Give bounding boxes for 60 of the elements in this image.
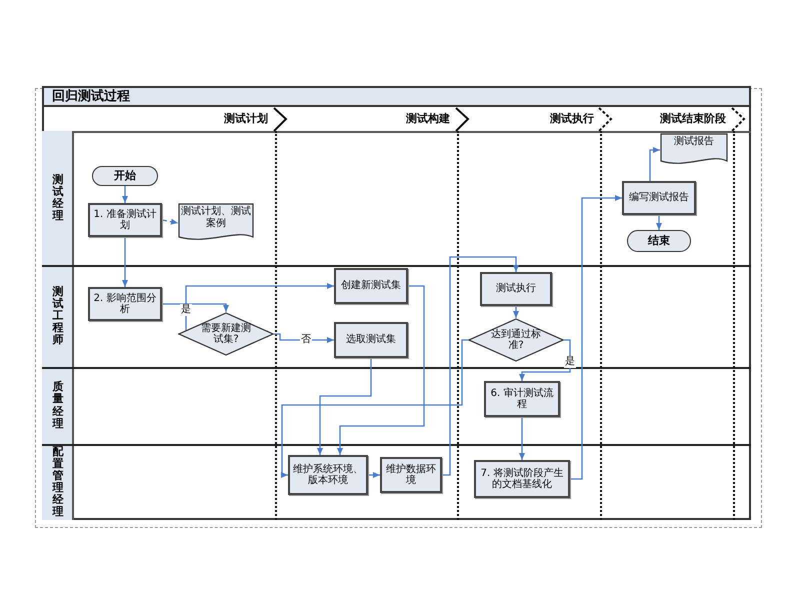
decision-diamond xyxy=(468,318,564,362)
document-shape xyxy=(660,133,728,167)
document-shape xyxy=(178,203,254,243)
phase-label: 测试构建 xyxy=(405,111,450,127)
arrow xyxy=(281,339,468,478)
node-text: 结束 xyxy=(646,234,671,248)
process-box xyxy=(474,460,570,498)
arrow xyxy=(570,195,622,480)
arrow xyxy=(162,303,229,312)
decision-diamond xyxy=(178,312,274,356)
arrow xyxy=(317,358,372,455)
node-text: 1. 准备测试计划 xyxy=(92,208,158,232)
lane-label: 测试经理 xyxy=(52,174,64,222)
arrow xyxy=(519,417,525,460)
arrow xyxy=(337,285,425,455)
node-text: 开始 xyxy=(113,170,137,182)
lane-label: 配置管理经理 xyxy=(52,446,64,518)
arrow xyxy=(122,237,128,287)
process-box xyxy=(484,381,560,417)
terminator-shape xyxy=(627,230,691,252)
node-text: 达到通过标准? xyxy=(490,328,542,352)
arrow xyxy=(513,306,519,318)
arrow xyxy=(368,472,380,478)
process-box xyxy=(334,268,408,304)
phase-label: 测试计划 xyxy=(223,111,268,127)
node-text: 测试计划、测试案例 xyxy=(180,206,252,229)
phase-label: 测试结束阶段 xyxy=(659,111,726,127)
node-text: 创建新测试集 xyxy=(340,280,402,292)
edge-label: 是 xyxy=(180,304,192,316)
arrow xyxy=(656,215,662,230)
node-text: 需要新建测试集? xyxy=(200,322,252,346)
process-box xyxy=(334,322,408,358)
arrow xyxy=(162,218,178,225)
edge-label: 否 xyxy=(300,334,312,346)
node-text: 2. 影响范围分析 xyxy=(92,292,158,316)
process-box xyxy=(480,272,552,306)
terminator-shape xyxy=(92,166,158,186)
process-box xyxy=(88,203,162,237)
node-text: 维护系统环境、版本环境 xyxy=(292,464,364,486)
node-text: 测试执行 xyxy=(495,283,537,295)
process-box xyxy=(622,181,696,215)
arrow xyxy=(649,147,660,181)
arrow xyxy=(442,256,519,476)
arrow xyxy=(122,186,128,203)
edge-label: 是 xyxy=(564,356,576,368)
node-text: 7. 将测试阶段产生的文档基线化 xyxy=(480,468,564,490)
title-bar: 回归测试过程 xyxy=(42,86,751,107)
node-text: 测试报告 xyxy=(673,136,715,148)
node-text: 选取测试集 xyxy=(345,334,397,346)
process-box xyxy=(288,455,368,495)
arrow xyxy=(519,339,571,381)
phase-label: 测试执行 xyxy=(549,111,594,127)
lane-label: 质量经理 xyxy=(52,381,64,430)
node-text: 编写测试报告 xyxy=(628,192,690,204)
node-text: 6. 审计测试流程 xyxy=(490,388,554,410)
process-box xyxy=(380,457,442,493)
process-box xyxy=(88,287,162,321)
node-text: 维护数据环境 xyxy=(385,464,437,486)
lane-label: 测试工程师 xyxy=(52,286,64,346)
arrow xyxy=(274,333,334,343)
